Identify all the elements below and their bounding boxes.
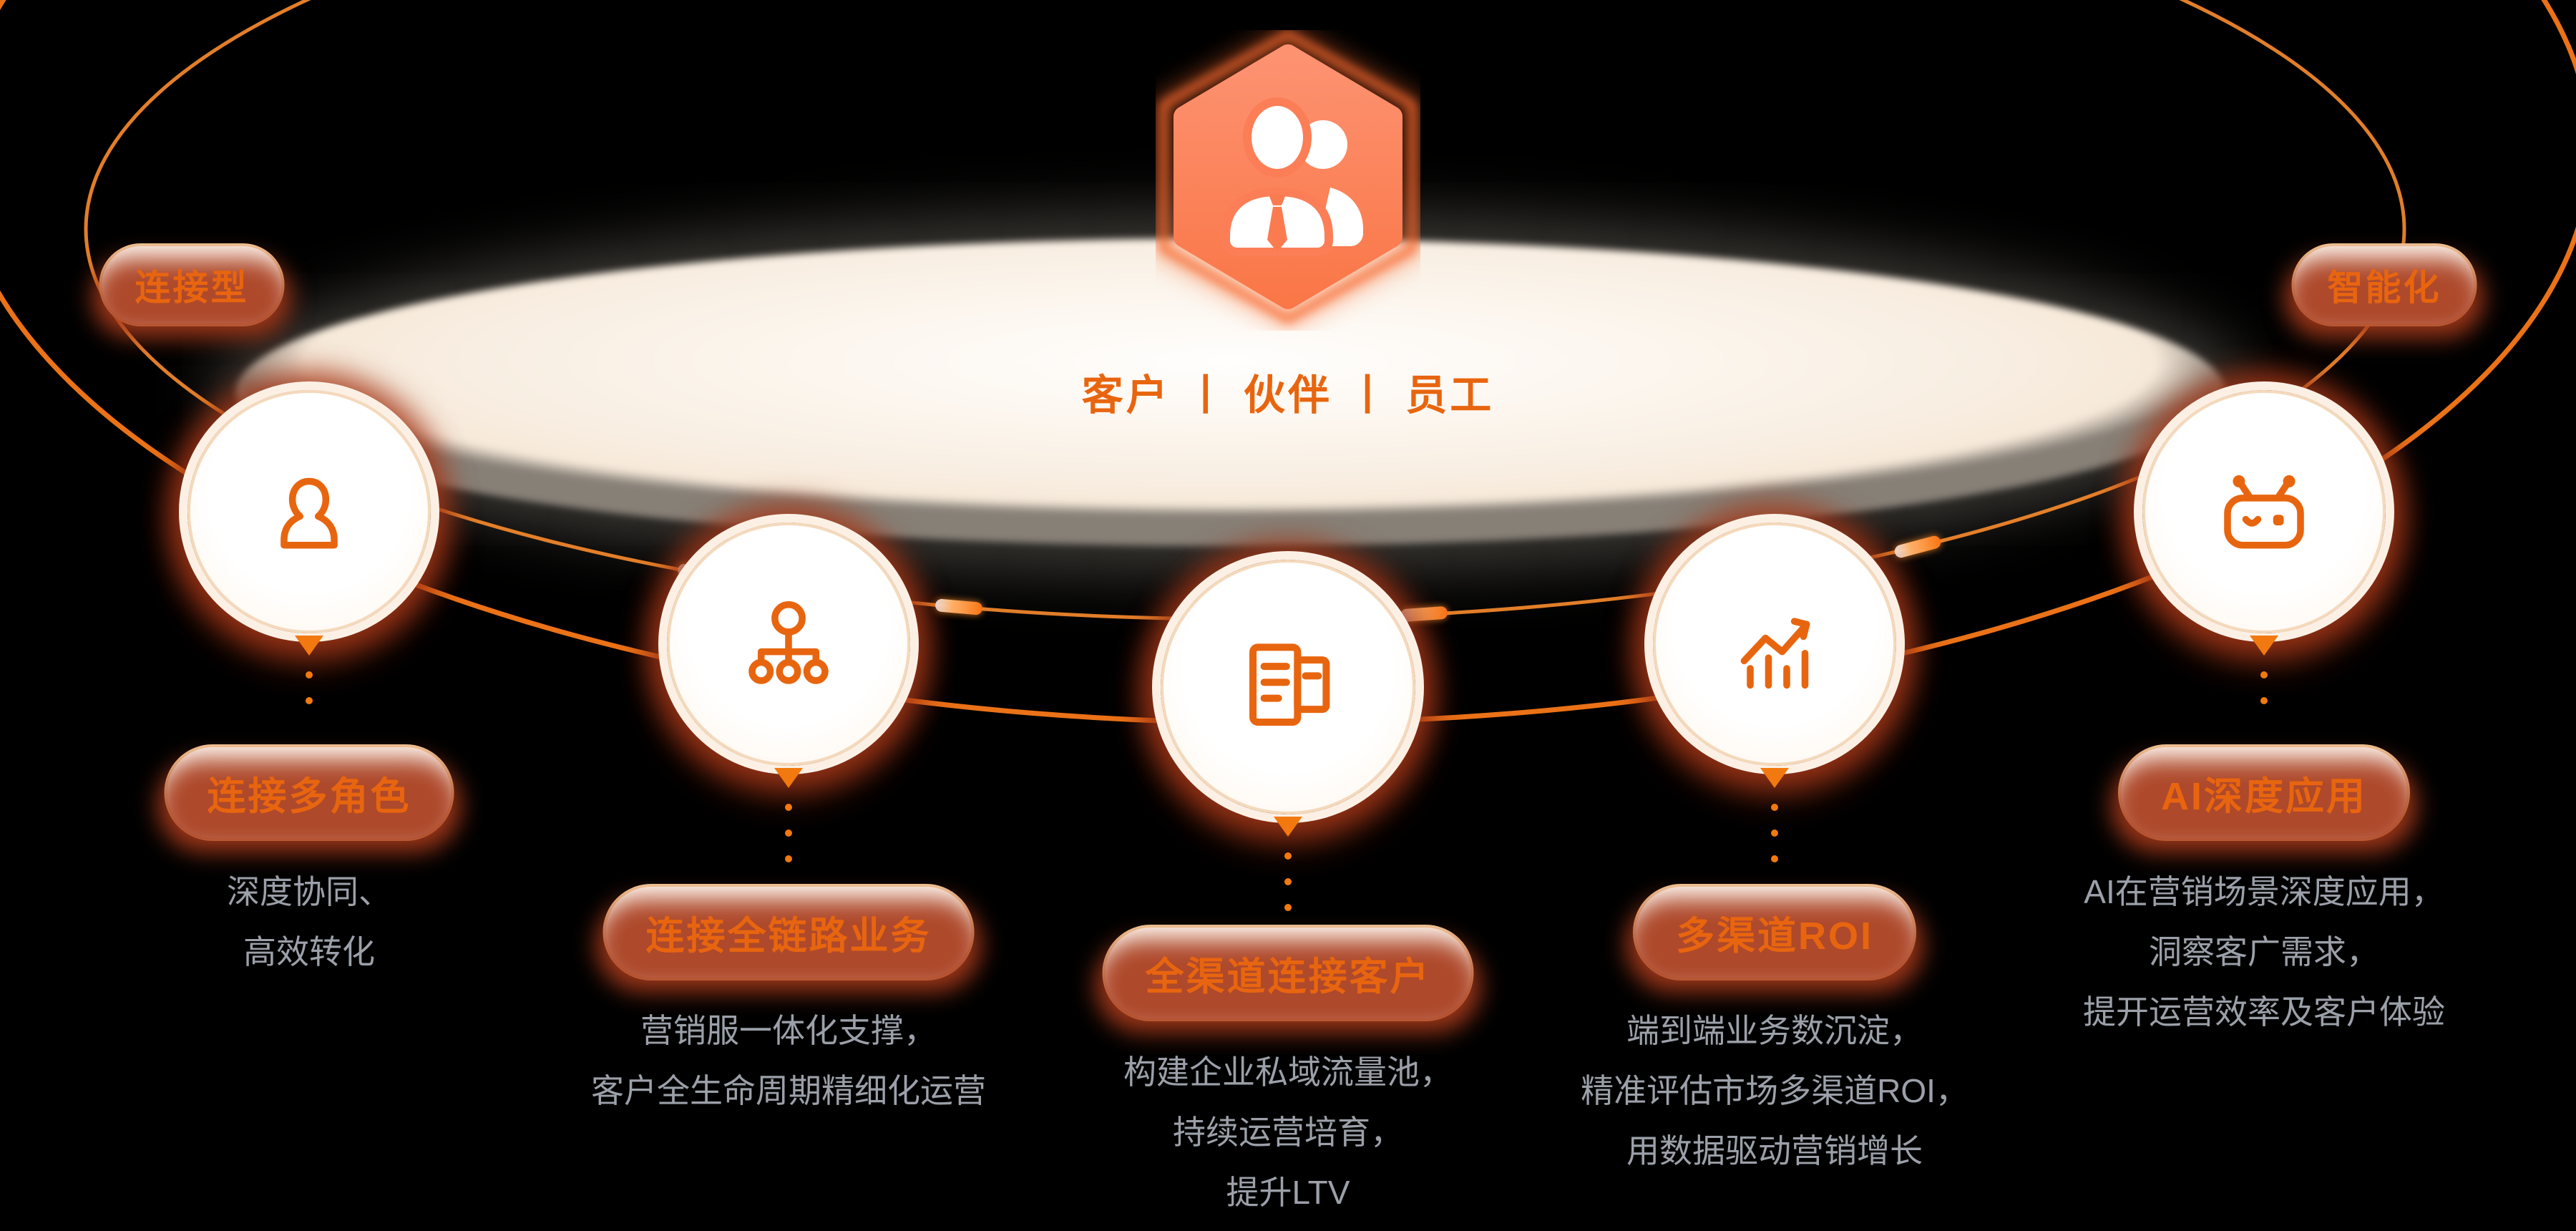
node-label: 全渠道连接客户 [1145,955,1431,998]
desc-line: 精准评估市场多渠道ROI， [1581,1072,1968,1109]
desc-line: 用数据驱动营销增长 [1626,1132,1923,1169]
node-desc: 营销服一体化支撑， 客户全生命周期精细化运营 [591,1001,986,1121]
pointer-triangle-icon [774,768,803,788]
node-label: 连接全链路业务 [645,915,932,958]
dotted-connector [2260,671,2268,723]
desc-line: 客户全生命周期精细化运营 [591,1072,986,1109]
desc-line: 提升LTV [1226,1174,1350,1211]
desc-line: 洞察客广需求， [2149,933,2379,970]
node-desc: 构建企业私域流量池， 持续运营培育， 提升LTV [1123,1042,1453,1222]
user-icon [280,477,338,549]
people-icon [1154,25,1422,329]
node-label: AI深度应用 [2161,775,2367,818]
desc-line: 端到端业务数沉淀， [1626,1012,1923,1049]
dotted-connector [785,804,792,881]
node-label-pill: 连接全链路业务 [602,884,975,981]
pointer-triangle-icon [1760,768,1789,788]
dotted-connector [1771,804,1778,881]
node-circle [2142,390,2386,633]
node-circle [667,522,910,766]
badge-label: 连接型 [135,268,249,308]
org-icon [748,600,829,684]
center-hexagon [1154,25,1422,334]
node-label-pill: AI深度应用 [2118,744,2410,841]
node-circle [1161,560,1415,814]
pages-icon [1249,643,1330,726]
badge-intelligent: 智能化 [2291,243,2477,326]
desc-line: 提开运营效率及客户体验 [2083,993,2445,1031]
node-label: 连接多角色 [207,775,411,818]
pointer-triangle-icon [1274,817,1302,837]
node-desc: AI在营销场景深度应用， 洞察客广需求， 提开运营效率及客户体验 [2083,862,2445,1042]
badge-connect-type: 连接型 [99,243,285,326]
desc-line: 持续运营培育， [1173,1114,1403,1151]
desc-line: 高效转化 [243,933,375,970]
chart-icon [1740,618,1810,689]
desc-line: 营销服一体化支撑， [640,1012,937,1049]
dotted-connector [1284,852,1292,930]
node-circle [1653,522,1896,766]
dotted-connector [306,671,313,723]
center-title: 客户 丨 伙伴 丨 员工 [1081,372,1495,419]
badge-label: 智能化 [2327,268,2441,308]
node-label: 多渠道ROI [1675,915,1874,958]
node-label-pill: 多渠道ROI [1632,884,1917,981]
node-desc: 端到端业务数沉淀， 精准评估市场多渠道ROI， 用数据驱动营销增长 [1581,1001,1968,1181]
desc-line: AI在营销场景深度应用， [2084,873,2444,910]
pointer-triangle-icon [2250,636,2278,656]
node-circle [187,390,431,633]
pointer-triangle-icon [295,636,323,656]
robot-icon [2224,475,2304,549]
node-desc: 深度协同、 高效转化 [227,862,391,982]
desc-line: 构建企业私域流量池， [1123,1054,1453,1091]
desc-line: 深度协同、 [227,873,391,910]
node-label-pill: 连接多角色 [164,744,454,841]
node-label-pill: 全渠道连接客户 [1102,925,1474,1021]
